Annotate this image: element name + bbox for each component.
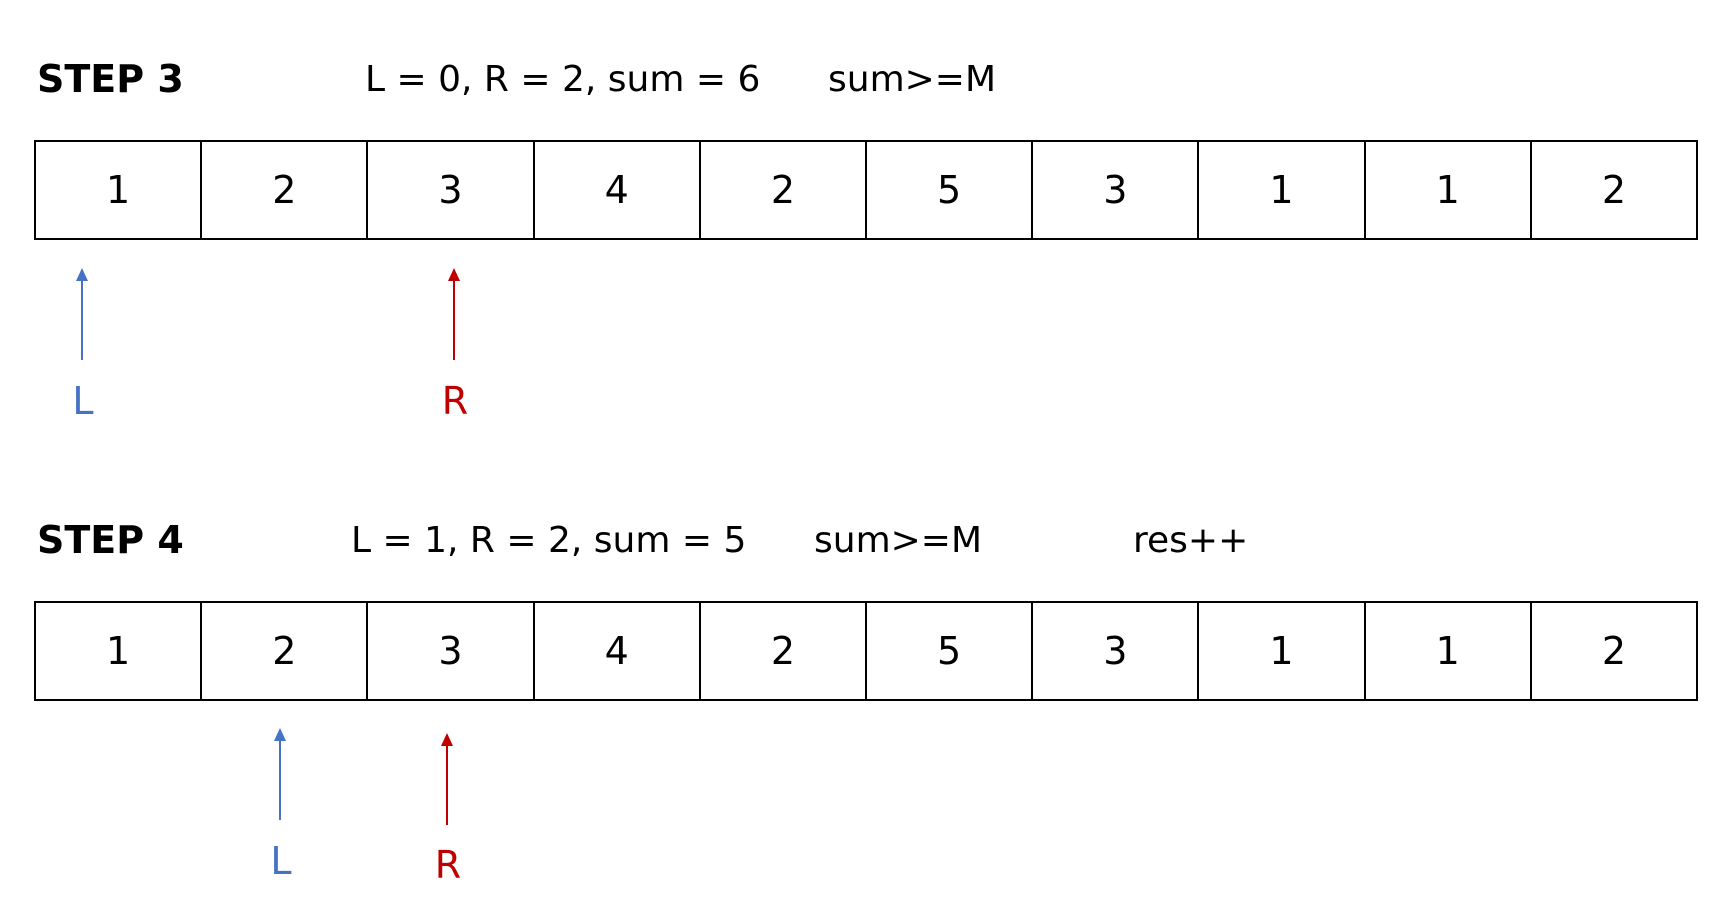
array-cell: 1 [36, 142, 203, 238]
array-cell: 2 [701, 142, 868, 238]
array-cell: 2 [1601, 168, 1627, 212]
step-3-right-arrow-icon [439, 268, 469, 362]
array-cell: 3 [1033, 142, 1200, 238]
array-cell: 5 [867, 142, 1034, 238]
array-cell: 5 [867, 603, 1034, 699]
step-4-array: 1 2 3 4 2 5 3 1 1 2 [34, 601, 1698, 701]
step-3-condition: sum>=M [828, 59, 997, 100]
array-cell: 1 [1199, 603, 1366, 699]
step-4-right-arrow-icon [432, 733, 462, 827]
step-4-action: res++ [1133, 520, 1249, 561]
step-3-state: L = 0, R = 2, sum = 6 [365, 59, 761, 100]
array-cell: 2 [202, 142, 369, 238]
array-cell: 4 [535, 603, 701, 699]
step-4-left-pointer-label: L [270, 839, 292, 883]
step-4-title: STEP 4 [37, 518, 184, 562]
array-cell: 3 [368, 142, 535, 238]
step-3-array: 1 2 3 4 2 5 3 1 1 2 [34, 140, 1698, 240]
array-cell: 4 [535, 142, 701, 238]
array-cell: 2 [202, 603, 369, 699]
array-cell: 1 [1199, 142, 1366, 238]
array-cell: 2 [1601, 629, 1627, 673]
step-3-right-pointer-label: R [441, 379, 469, 423]
step-4-right-pointer-label: R [434, 843, 462, 887]
step-4-left-arrow-icon [265, 728, 295, 822]
array-cell: 3 [368, 603, 535, 699]
step-3-left-pointer-label: L [72, 379, 94, 423]
array-cell: 2 [701, 603, 868, 699]
step-3-title: STEP 3 [37, 57, 184, 101]
array-cell: 1 [36, 603, 203, 699]
step-4-state: L = 1, R = 2, sum = 5 [351, 520, 747, 561]
array-cell: 1 [1366, 603, 1532, 699]
array-cell: 3 [1033, 603, 1200, 699]
step-4-condition: sum>=M [814, 520, 983, 561]
array-cell: 1 [1366, 142, 1532, 238]
step-3-left-arrow-icon [67, 268, 97, 362]
